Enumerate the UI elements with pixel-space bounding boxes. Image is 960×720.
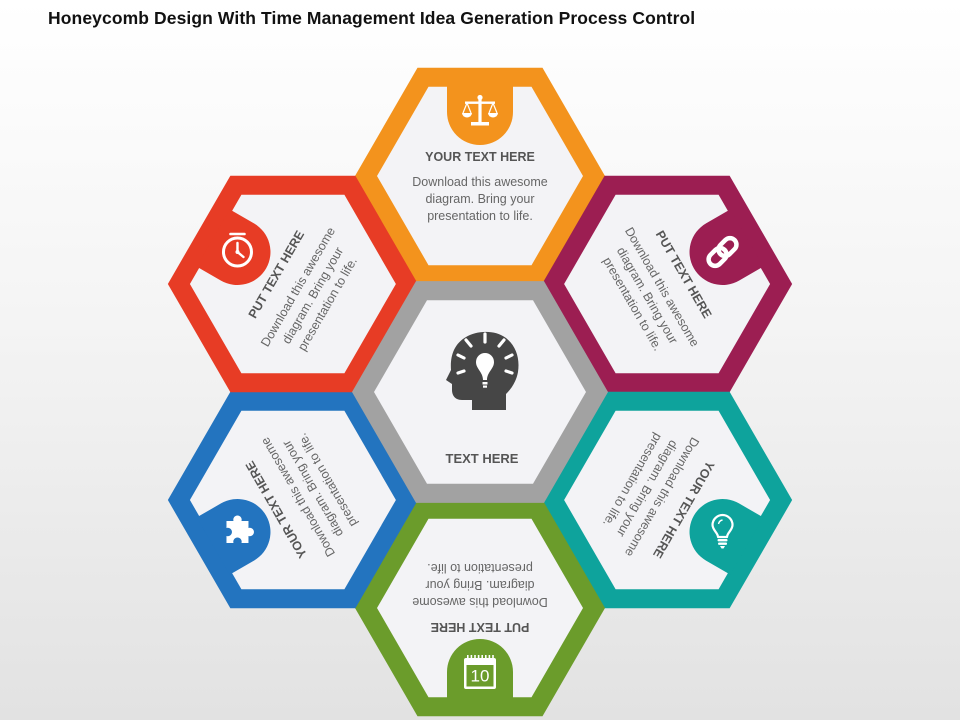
page-title: Honeycomb Design With Time Management Id… — [48, 8, 696, 28]
chain-link-icon — [706, 235, 739, 269]
hexagon-center: TEXT HERE — [352, 281, 608, 503]
calendar-icon: 10 — [464, 655, 496, 689]
hexagon-body-line: Download this awesome — [412, 175, 548, 189]
hexagon-title: YOUR TEXT HERE — [425, 150, 535, 164]
hexagon-body-line: diagram. Bring your — [425, 192, 534, 206]
hexagon-body-line: Download this awesome — [412, 595, 548, 609]
calendar-date-number: 10 — [471, 667, 490, 686]
head-lightbulb-icon — [446, 331, 519, 410]
hexagon-body-line: presentation to life. — [427, 561, 533, 575]
lightbulb-icon — [711, 513, 734, 549]
clock-icon — [221, 232, 253, 268]
hexagon-body-line: presentation to life. — [427, 209, 533, 223]
hexagon-title: PUT TEXT HERE — [431, 620, 530, 634]
scales-icon — [462, 94, 498, 126]
puzzle-piece-icon — [226, 515, 254, 543]
hexagon-top: YOUR TEXT HERE Download this awesome diagr… — [355, 67, 605, 285]
hexagon-bottom: 10 PUT TEXT HERE Download this awesome diag… — [355, 499, 605, 717]
center-label: TEXT HERE — [446, 451, 519, 466]
hexagon-body-line: diagram. Bring your — [425, 578, 534, 592]
